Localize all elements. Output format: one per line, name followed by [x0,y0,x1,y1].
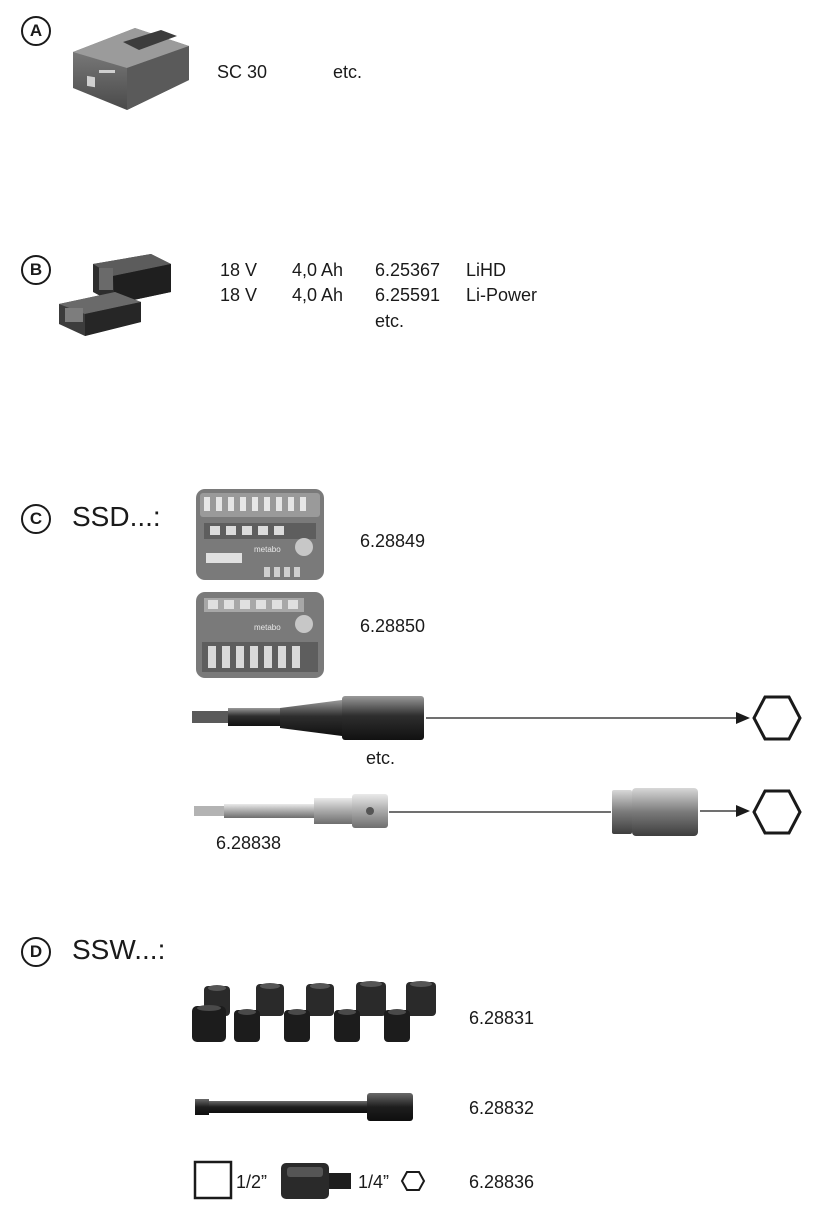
battery-pack-image [59,254,171,336]
nut-setter-arrow [426,712,750,724]
socket-adapter-image [194,794,388,828]
section-c-badge: C [21,504,51,534]
reducer-to-size: 1/4” [358,1172,390,1192]
section-d-title: SSW...: [72,934,166,965]
svg-text:metabo: metabo [254,623,281,632]
battery-row-1-type: LiHD [466,260,507,280]
impact-socket-set-code: 6.28831 [469,1008,535,1028]
reducer-adapter-image [281,1163,351,1199]
bit-box-2-image: metabo [196,592,324,678]
battery-row-1-capacity: 4,0 Ah [292,260,344,280]
socket-adapter-code: 6.28838 [216,833,282,853]
extension-bar-code: 6.28832 [469,1098,535,1118]
sleeve-arrow [700,805,750,817]
hex-nut-icon-1 [752,695,802,741]
charger-model: SC 30 [217,62,268,82]
bit-box-2-code: 6.28850 [360,616,426,636]
nut-setter-image [192,696,424,740]
extension-bar-image [195,1093,413,1121]
battery-row-1-voltage: 18 V [220,260,258,280]
adapter-connector-line [389,811,611,813]
hex-drive-icon [400,1171,426,1191]
charger-image [73,28,189,110]
battery-row-2-type: Li-Power [466,285,538,305]
battery-row-2-voltage: 18 V [220,285,258,305]
reducer-adapter-code: 6.28836 [469,1172,535,1192]
battery-row-2-code: 6.25591 [375,285,441,305]
battery-row-2-capacity: 4,0 Ah [292,285,344,305]
reducer-from-size: 1/2” [236,1172,268,1192]
section-c-title: SSD...: [72,501,161,532]
bit-box-1-image: metabo [196,489,324,580]
section-b-badge: B [21,255,51,285]
battery-etc: etc. [375,311,405,331]
socket-sleeve-image [612,788,698,836]
svg-text:metabo: metabo [254,545,281,554]
section-a-badge: A [21,16,51,46]
impact-socket-set-image [192,981,436,1042]
square-drive-icon [193,1160,233,1200]
nut-setter-etc: etc. [366,748,396,768]
bit-box-1-code: 6.28849 [360,531,426,551]
section-d-badge: D [21,937,51,967]
hex-nut-icon-2 [752,789,802,835]
battery-row-1-code: 6.25367 [375,260,441,280]
charger-etc: etc. [333,62,363,82]
